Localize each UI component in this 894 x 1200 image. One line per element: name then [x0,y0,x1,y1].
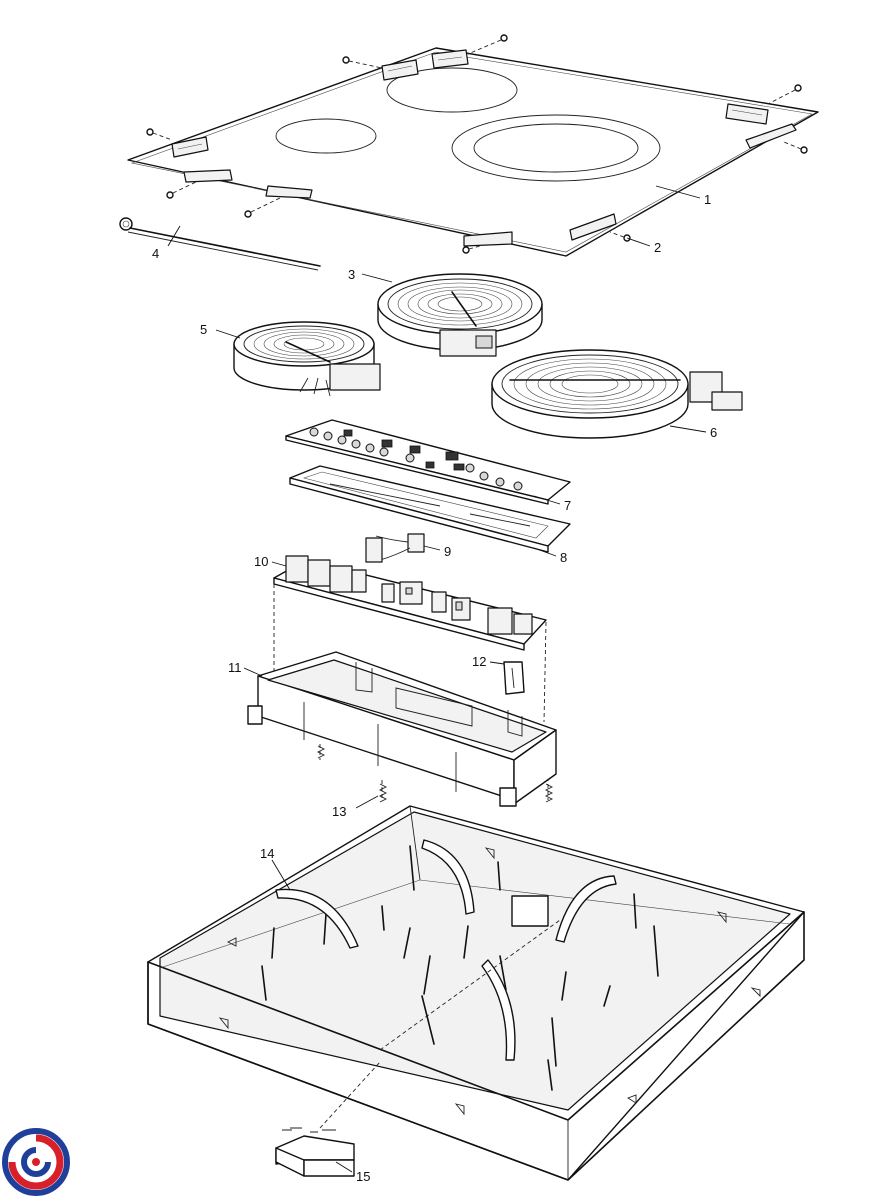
radiant-heater-large [491,349,743,439]
callout-1: 1 [704,192,711,207]
curved-guides [275,839,617,1061]
radiant-heater-medium [377,273,543,357]
radiant-heater-small [233,321,381,397]
retaining-clip [503,661,525,695]
callout-7: 7 [564,498,571,513]
seal-strip [119,217,321,271]
sensor-connector [375,533,425,561]
control-circuit-board [285,419,571,505]
callout-5: 5 [200,322,207,337]
callout-11: 11 [228,660,242,675]
fixing-screws [146,34,808,254]
callout-4: 4 [152,246,159,261]
mounting-brackets [171,49,797,247]
glass-ceramic-top [127,34,819,257]
electronics-housing [247,651,557,807]
callout-15: 15 [356,1169,370,1184]
callout-13: 13 [332,804,346,819]
callout-3: 3 [348,267,355,282]
callout-6: 6 [710,425,717,440]
bottom-tray [147,805,805,1181]
callout-2: 2 [654,240,661,255]
springs [316,745,554,803]
callout-9: 9 [444,544,451,559]
swirl-logo [2,1128,70,1196]
callout-14: 14 [260,846,274,861]
callout-10: 10 [254,554,268,569]
terminal-block [275,1127,355,1177]
callout-leaders [167,185,707,1173]
callout-12: 12 [472,654,486,669]
control-board-carrier [289,465,571,553]
power-circuit-board [273,537,547,651]
callout-labels: 1 2 3 4 5 6 7 8 9 10 11 12 13 14 15 [152,192,717,1184]
callout-8: 8 [560,550,567,565]
